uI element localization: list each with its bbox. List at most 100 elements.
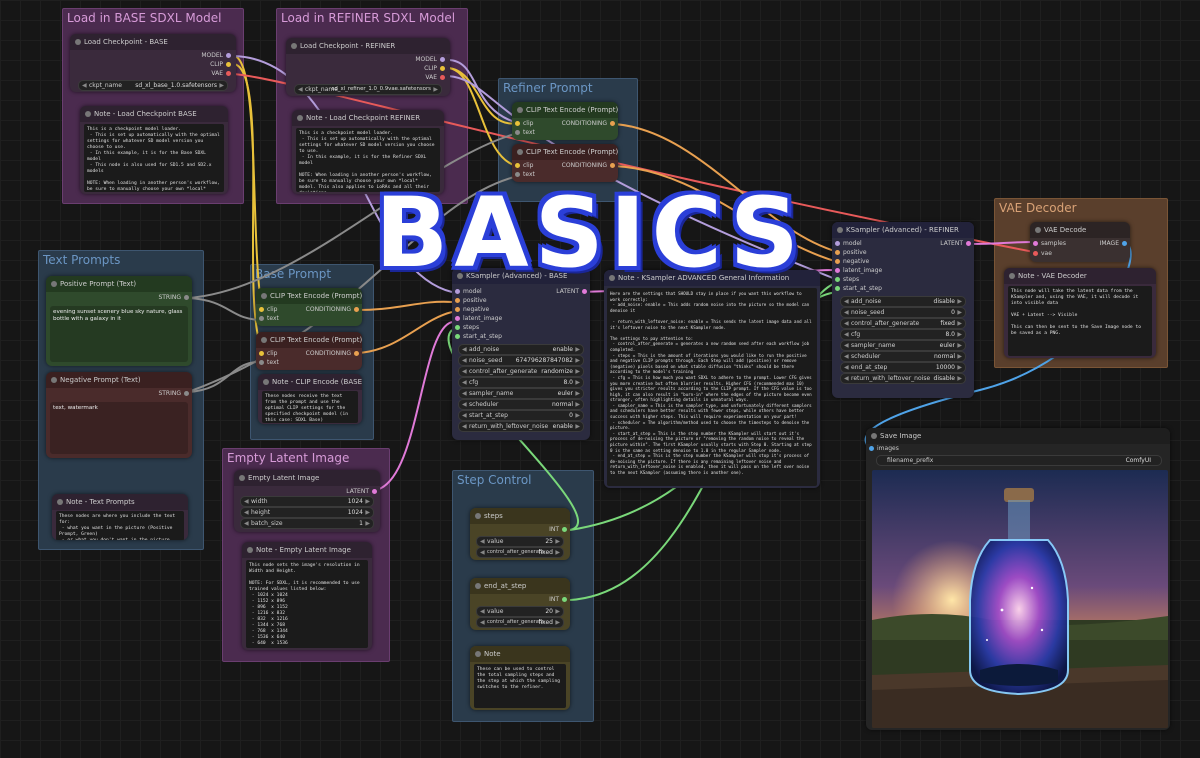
input-text[interactable]: text xyxy=(256,315,279,323)
node-vae-decode[interactable]: VAE Decode samples vae IMAGE xyxy=(1030,222,1130,262)
positive-prompt-textarea[interactable]: evening sunset scenery blue sky nature, … xyxy=(50,306,188,362)
output-int[interactable]: INT xyxy=(549,526,570,534)
input-text[interactable]: text xyxy=(512,171,535,179)
node-note-empty-latent[interactable]: Note - Empty Latent Image This node sets… xyxy=(242,542,372,650)
node-negative-prompt[interactable]: Negative Prompt (Text) STRING text, wate… xyxy=(46,372,192,458)
negative-prompt-textarea[interactable]: text, watermark xyxy=(50,402,188,454)
note-text[interactable]: These nodes receive the text from the pr… xyxy=(262,391,358,423)
note-text[interactable]: This is a checkpoint model loader. - Thi… xyxy=(296,128,440,192)
output-vae[interactable]: VAE xyxy=(211,70,234,78)
input-steps[interactable]: steps xyxy=(452,324,479,332)
note-text[interactable]: Here are the settings that SHOULD stay i… xyxy=(607,288,817,486)
input-positive[interactable]: positive xyxy=(452,297,487,305)
output-model[interactable]: MODEL xyxy=(415,56,448,64)
node-clip-encode-refiner-negative[interactable]: CLIP Text Encode (Prompt) clip text COND… xyxy=(512,144,618,182)
output-conditioning[interactable]: CONDITIONING xyxy=(306,306,362,314)
note-text[interactable]: These can be used to control the total s… xyxy=(474,664,566,708)
output-clip[interactable]: CLIP xyxy=(424,65,448,73)
node-clip-encode-base-negative[interactable]: CLIP Text Encode (Prompt) clip text COND… xyxy=(256,332,362,370)
input-text[interactable]: text xyxy=(256,359,279,367)
input-steps[interactable]: steps xyxy=(832,276,859,284)
output-conditioning[interactable]: CONDITIONING xyxy=(562,162,618,170)
arrow-left-icon[interactable]: ◀ xyxy=(82,82,87,89)
node-load-checkpoint-refiner[interactable]: Load Checkpoint - REFINER MODEL CLIP VAE… xyxy=(286,38,450,96)
node-note-vae[interactable]: Note - VAE Decoder This node will take t… xyxy=(1004,268,1156,358)
input-positive[interactable]: positive xyxy=(832,249,867,257)
input-clip[interactable]: clip xyxy=(512,162,533,170)
output-image[interactable]: IMAGE xyxy=(1100,240,1130,248)
output-vae[interactable]: VAE xyxy=(425,74,448,82)
input-clip[interactable]: clip xyxy=(256,306,277,314)
input-model[interactable]: model xyxy=(832,240,862,248)
input-start-at-step[interactable]: start_at_step xyxy=(832,285,882,293)
input-negative[interactable]: negative xyxy=(832,258,869,266)
arrow-left-icon[interactable]: ◀ xyxy=(298,86,303,93)
output-string[interactable]: STRING xyxy=(158,390,192,398)
input-text[interactable]: text xyxy=(512,129,535,137)
input-vae[interactable]: vae xyxy=(1030,250,1052,258)
node-note-ksampler[interactable]: Note - KSampler ADVANCED General Informa… xyxy=(604,270,820,488)
output-latent[interactable]: LATENT xyxy=(556,288,590,296)
input-negative[interactable]: negative xyxy=(452,306,489,314)
node-load-checkpoint-base[interactable]: Load Checkpoint - BASE MODEL CLIP VAE ◀ … xyxy=(70,34,236,92)
input-samples[interactable]: samples xyxy=(1030,240,1066,248)
node-clip-encode-base-positive[interactable]: CLIP Text Encode (Prompt) clip text COND… xyxy=(256,288,362,326)
input-start-at-step[interactable]: start_at_step xyxy=(452,333,502,341)
input-model[interactable]: model xyxy=(452,288,482,296)
node-ksampler-base[interactable]: KSampler (Advanced) - BASE model positiv… xyxy=(452,268,590,440)
output-model[interactable]: MODEL xyxy=(201,52,234,60)
node-note-text-prompts[interactable]: Note - Text Prompts These nodes are wher… xyxy=(52,494,188,540)
ckpt-name-select[interactable]: ◀ ckpt_name sd_xl_refiner_1.0_0.9vae.saf… xyxy=(294,84,442,95)
output-clip[interactable]: CLIP xyxy=(210,61,234,69)
node-clip-encode-refiner-positive[interactable]: CLIP Text Encode (Prompt) clip text COND… xyxy=(512,102,618,140)
node-positive-prompt[interactable]: Positive Prompt (Text) STRING evening su… xyxy=(46,276,192,366)
output-conditioning[interactable]: CONDITIONING xyxy=(306,350,362,358)
node-note-ckpt-refiner[interactable]: Note - Load Checkpoint REFINER This is a… xyxy=(292,110,444,194)
output-latent[interactable]: LATENT xyxy=(940,240,974,248)
note-text[interactable]: This node sets the image's resolution in… xyxy=(246,560,368,648)
note-text[interactable]: These nodes are where you include the te… xyxy=(56,511,184,540)
node-note-clip-base[interactable]: Note - CLIP Encode (BASE) These nodes re… xyxy=(258,374,362,424)
input-clip[interactable]: clip xyxy=(256,350,277,358)
ckpt-name-select[interactable]: ◀ ckpt_name sd_xl_base_1.0.safetensors ▶ xyxy=(78,80,228,91)
note-text[interactable]: This is a checkpoint model loader. - Thi… xyxy=(84,124,224,192)
node-ksampler-refiner[interactable]: KSampler (Advanced) - REFINER model posi… xyxy=(832,222,974,398)
output-latent[interactable]: LATENT xyxy=(346,488,380,496)
node-note-steps[interactable]: Note These can be used to control the to… xyxy=(470,646,570,710)
output-conditioning[interactable]: CONDITIONING xyxy=(562,120,618,128)
output-int[interactable]: INT xyxy=(549,596,570,604)
node-note-ckpt-base[interactable]: Note - Load Checkpoint BASE This is a ch… xyxy=(80,106,228,194)
input-images[interactable]: images xyxy=(866,445,899,453)
arrow-right-icon[interactable]: ▶ xyxy=(433,86,438,93)
input-clip[interactable]: clip xyxy=(512,120,533,128)
note-text[interactable]: This node will take the latent data from… xyxy=(1008,286,1152,356)
